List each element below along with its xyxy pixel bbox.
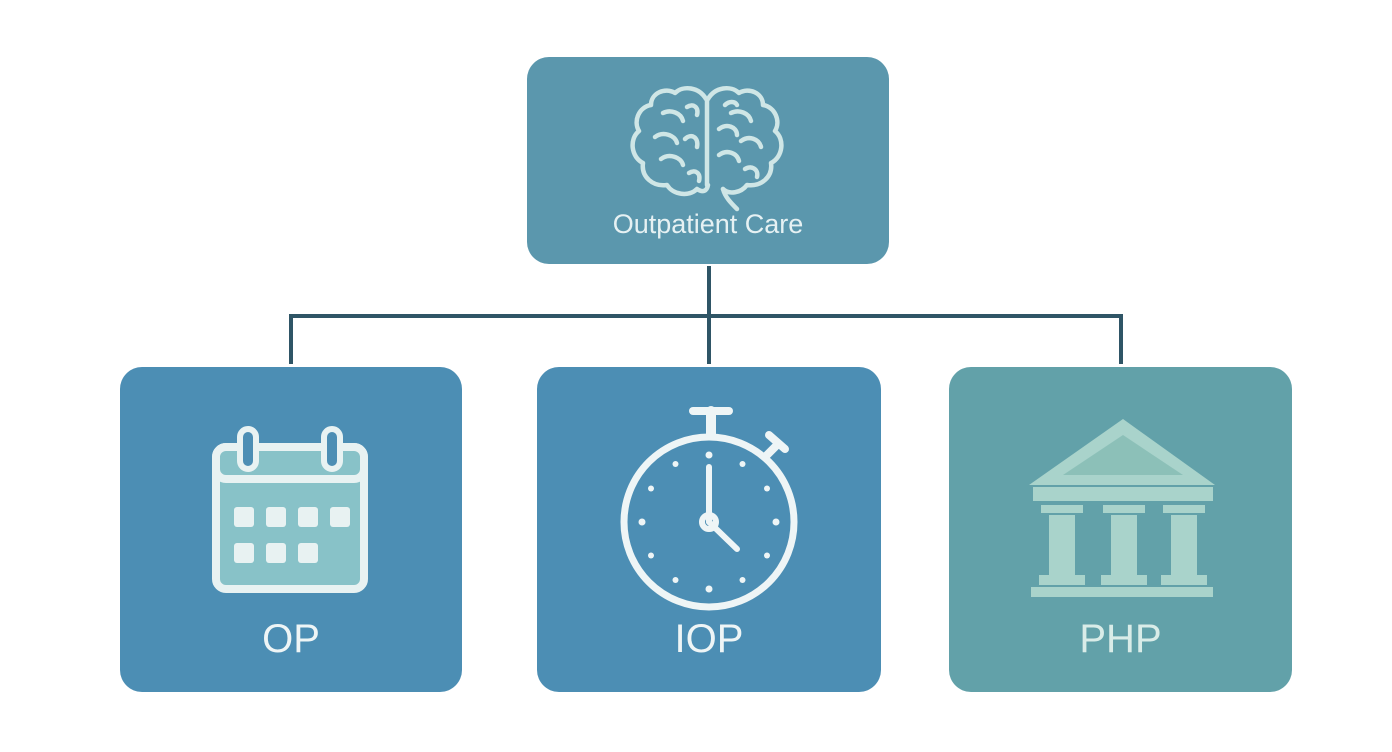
calendar-icon — [212, 426, 368, 593]
child-node-php: PHP — [949, 367, 1292, 692]
brain-icon — [630, 85, 784, 212]
child-node-op: OP — [120, 367, 462, 692]
child-node-label-iop: IOP — [674, 617, 744, 661]
root-node-label: Outpatient Care — [612, 209, 804, 239]
child-node-iop: IOP — [537, 367, 881, 692]
root-node-outpatient-care: Outpatient Care — [527, 57, 889, 264]
stopwatch-icon — [620, 406, 798, 611]
child-node-label-php: PHP — [1079, 617, 1162, 661]
child-node-label-op: OP — [262, 617, 320, 661]
building-columns-icon — [1029, 419, 1215, 597]
